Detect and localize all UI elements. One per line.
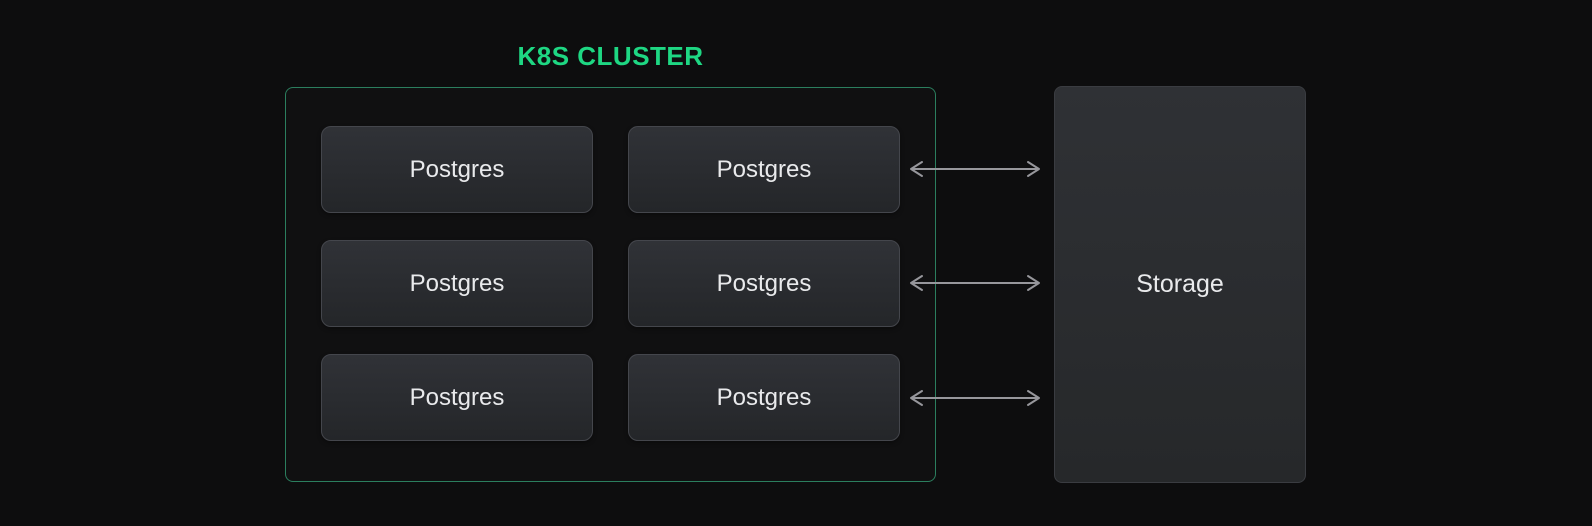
storage-box: Storage [1054, 86, 1306, 483]
bidirectional-arrow-icon [906, 273, 1044, 293]
postgres-node: Postgres [321, 354, 593, 441]
postgres-node-label: Postgres [409, 269, 505, 297]
postgres-node: Postgres [321, 240, 593, 327]
postgres-node: Postgres [628, 354, 900, 441]
postgres-node-label: Postgres [716, 383, 812, 411]
postgres-node-label: Postgres [716, 155, 812, 183]
k8s-cluster-title: K8S CLUSTER [517, 41, 704, 71]
k8s-cluster-container: Postgres Postgres Postgres Postgres Post… [285, 87, 936, 482]
storage-label: Storage [1136, 270, 1224, 298]
postgres-node-label: Postgres [409, 383, 505, 411]
bidirectional-arrow-icon [906, 159, 1044, 179]
postgres-node: Postgres [628, 126, 900, 213]
postgres-node: Postgres [321, 126, 593, 213]
postgres-node-label: Postgres [409, 155, 505, 183]
postgres-node-label: Postgres [716, 269, 812, 297]
postgres-node: Postgres [628, 240, 900, 327]
bidirectional-arrow-icon [906, 388, 1044, 408]
